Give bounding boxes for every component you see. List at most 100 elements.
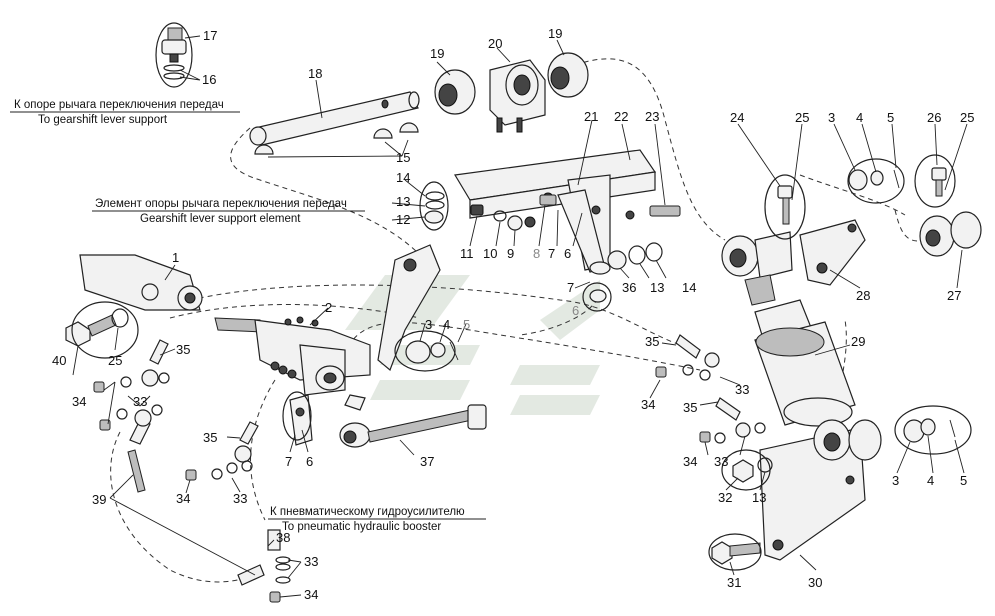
label-6c: 6 [306,454,313,469]
end-bracket-24-28 [721,219,866,286]
label-1: 1 [172,250,179,265]
label-40: 40 [52,353,66,368]
label-12: 12 [396,212,410,227]
label-15: 15 [396,150,410,165]
label-34a: 34 [72,394,86,409]
label-8: 8 [533,246,540,261]
watermark-logo [345,275,600,415]
label-13c: 13 [752,490,766,505]
shaft-18 [249,91,420,146]
label-25c: 25 [960,110,974,125]
bolt-31 [711,541,761,565]
label-7c: 7 [285,454,292,469]
cylinder-29 [744,274,856,427]
bolt-40 [65,314,117,347]
bolt-23 [649,205,681,217]
bolt-26 [931,167,947,197]
pin-3-4-5 [405,340,459,364]
label-20: 20 [488,36,502,51]
callout-rings [71,22,972,571]
label-34b: 34 [176,491,190,506]
label-14b: 14 [682,280,696,295]
label-4a: 4 [443,317,450,332]
label-33a: 33 [133,394,147,409]
label-29: 29 [851,334,865,349]
nut-6 [589,289,607,303]
label-14a: 14 [396,170,410,185]
label-32: 32 [718,490,732,505]
label-37: 37 [420,454,434,469]
label-33b: 33 [233,491,247,506]
label-39: 39 [92,492,106,507]
caption-booster-en: To pneumatic hydraulic booster [282,521,441,533]
caption-support-element-ru: Элемент опоры рычага переключения переда… [95,198,347,210]
label-6a: 6 [564,246,571,261]
label-18: 18 [308,66,322,81]
label-3c: 3 [892,473,899,488]
bolt-24 [777,185,793,225]
support-element [377,244,441,372]
label-27: 27 [947,288,961,303]
washer-16b [163,72,185,80]
label-26: 26 [927,110,941,125]
keys-15 [254,122,419,155]
label-30: 30 [808,575,822,590]
switch-17 [161,27,187,63]
rod-37 [339,404,487,448]
label-7a: 7 [548,246,555,261]
label-10: 10 [483,246,497,261]
label-34e: 34 [683,454,697,469]
label-7b: 7 [567,280,574,295]
washer-25a [111,308,129,328]
dashed-connection-lines [110,58,926,583]
label-35b: 35 [203,430,217,445]
caption-support-element-en: Gearshift lever support element [140,213,301,225]
bracket-30 [759,419,882,561]
leader-lines [72,35,968,598]
label-33c: 33 [304,554,318,569]
label-9: 9 [507,246,514,261]
label-3a: 3 [425,317,432,332]
label-4b: 4 [856,110,863,125]
label-21: 21 [584,109,598,124]
boots-19 [434,52,589,115]
part-labels: 17 16 18 15 19 20 19 21 22 23 14 13 12 1… [52,26,974,602]
label-5b: 5 [887,110,894,125]
label-19b: 19 [548,26,562,41]
label-36: 36 [622,280,636,295]
label-2: 2 [325,300,332,315]
washers-3-4-5-bottom [903,418,956,443]
washer-16 [163,64,185,72]
label-34c: 34 [304,587,318,602]
part-1 [79,254,203,311]
label-35d: 35 [683,400,697,415]
label-4c: 4 [927,473,934,488]
washers-13-36 [607,242,663,270]
caption-lever-support-ru: К опоре рычага переключения передач [14,99,224,111]
label-13b: 13 [650,280,664,295]
label-13a: 13 [396,194,410,209]
label-35a: 35 [176,342,190,357]
label-25a: 25 [108,353,122,368]
label-28: 28 [856,288,870,303]
label-6b: 6 [572,303,579,318]
label-33d: 33 [735,382,749,397]
washers-33-left [116,372,253,480]
label-24: 24 [730,110,744,125]
caption-booster-ru: К пневматическому гидроусилителю [270,506,465,518]
label-17: 17 [203,28,217,43]
housing-20 [489,59,546,133]
label-25b: 25 [795,110,809,125]
label-5a: 5 [463,317,470,332]
label-19a: 19 [430,46,444,61]
label-35c: 35 [645,334,659,349]
boot-27 [919,211,982,257]
caption-rules [10,111,486,520]
hoses-35-right [655,334,766,444]
label-34d: 34 [641,397,655,412]
label-3b: 3 [828,110,835,125]
label-33e: 33 [714,454,728,469]
washers-3-4-5-top [848,169,900,191]
